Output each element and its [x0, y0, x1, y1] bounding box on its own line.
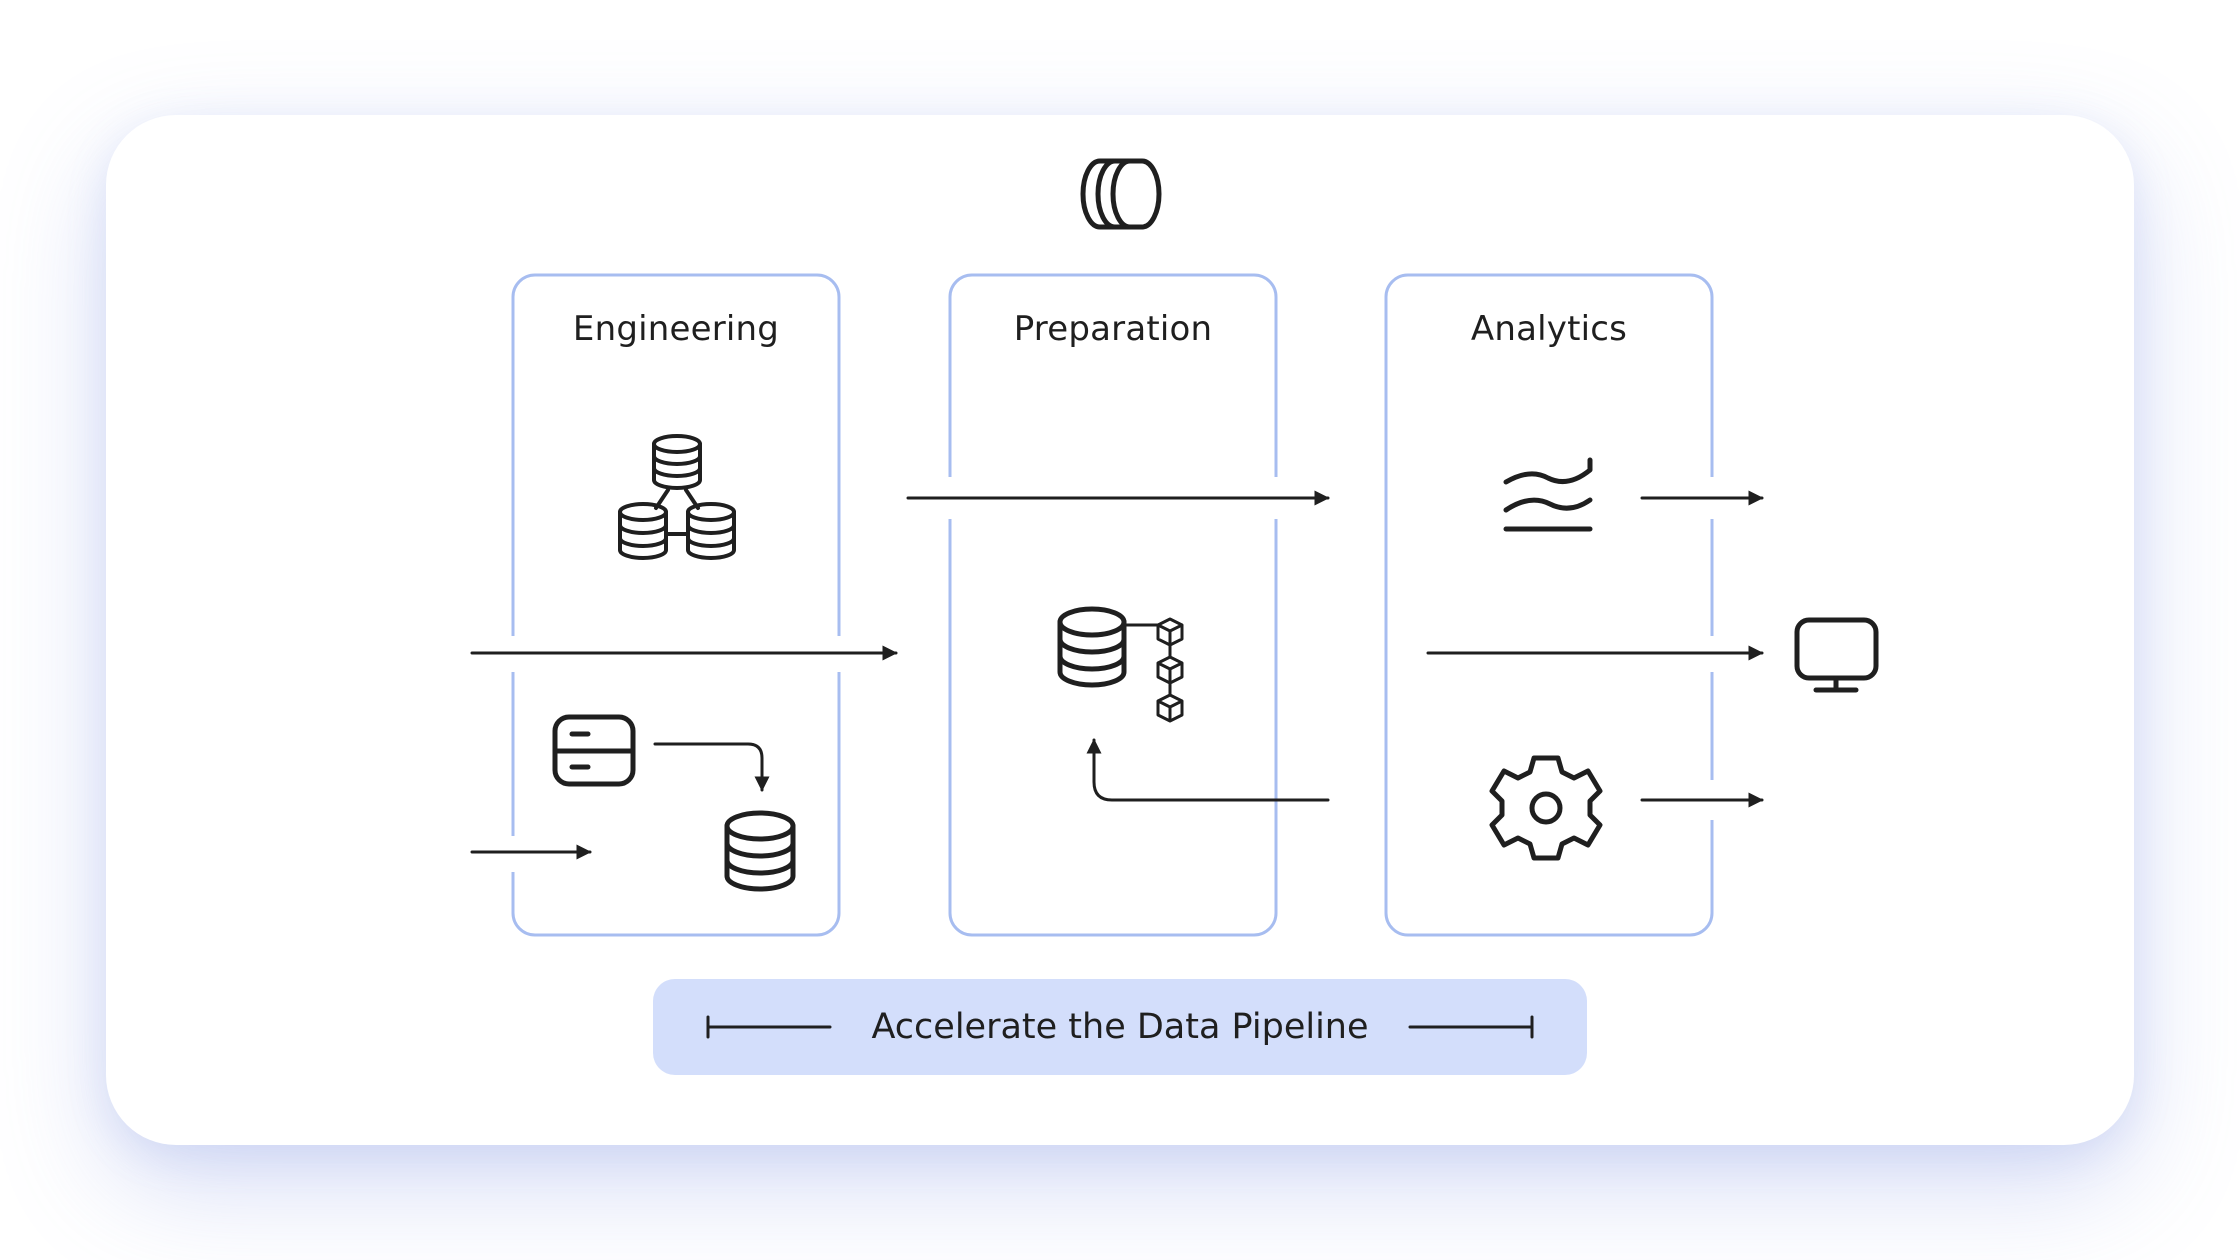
- gear-icon: [1489, 755, 1603, 861]
- server-icon: [552, 714, 636, 787]
- database-blockchain-icon: [1057, 606, 1184, 723]
- arrow-feedback-loop: [1086, 738, 1330, 802]
- line-chart-icon: [1503, 457, 1593, 532]
- database-icon: [724, 810, 796, 892]
- database-cluster-icon: [618, 434, 736, 560]
- engineering-title: Engineering: [572, 309, 780, 349]
- data-stream-icon: [1080, 158, 1162, 230]
- analytics-title: Analytics: [1470, 309, 1628, 349]
- analytics-column: [1384, 273, 1714, 937]
- preparation-column: [948, 273, 1278, 937]
- monitor-icon: [1794, 617, 1879, 693]
- preparation-title: Preparation: [1013, 309, 1213, 349]
- engineering-column: [511, 273, 841, 937]
- banner-label: Accelerate the Data Pipeline: [871, 1007, 1369, 1047]
- arrow-server-to-database: [653, 742, 770, 792]
